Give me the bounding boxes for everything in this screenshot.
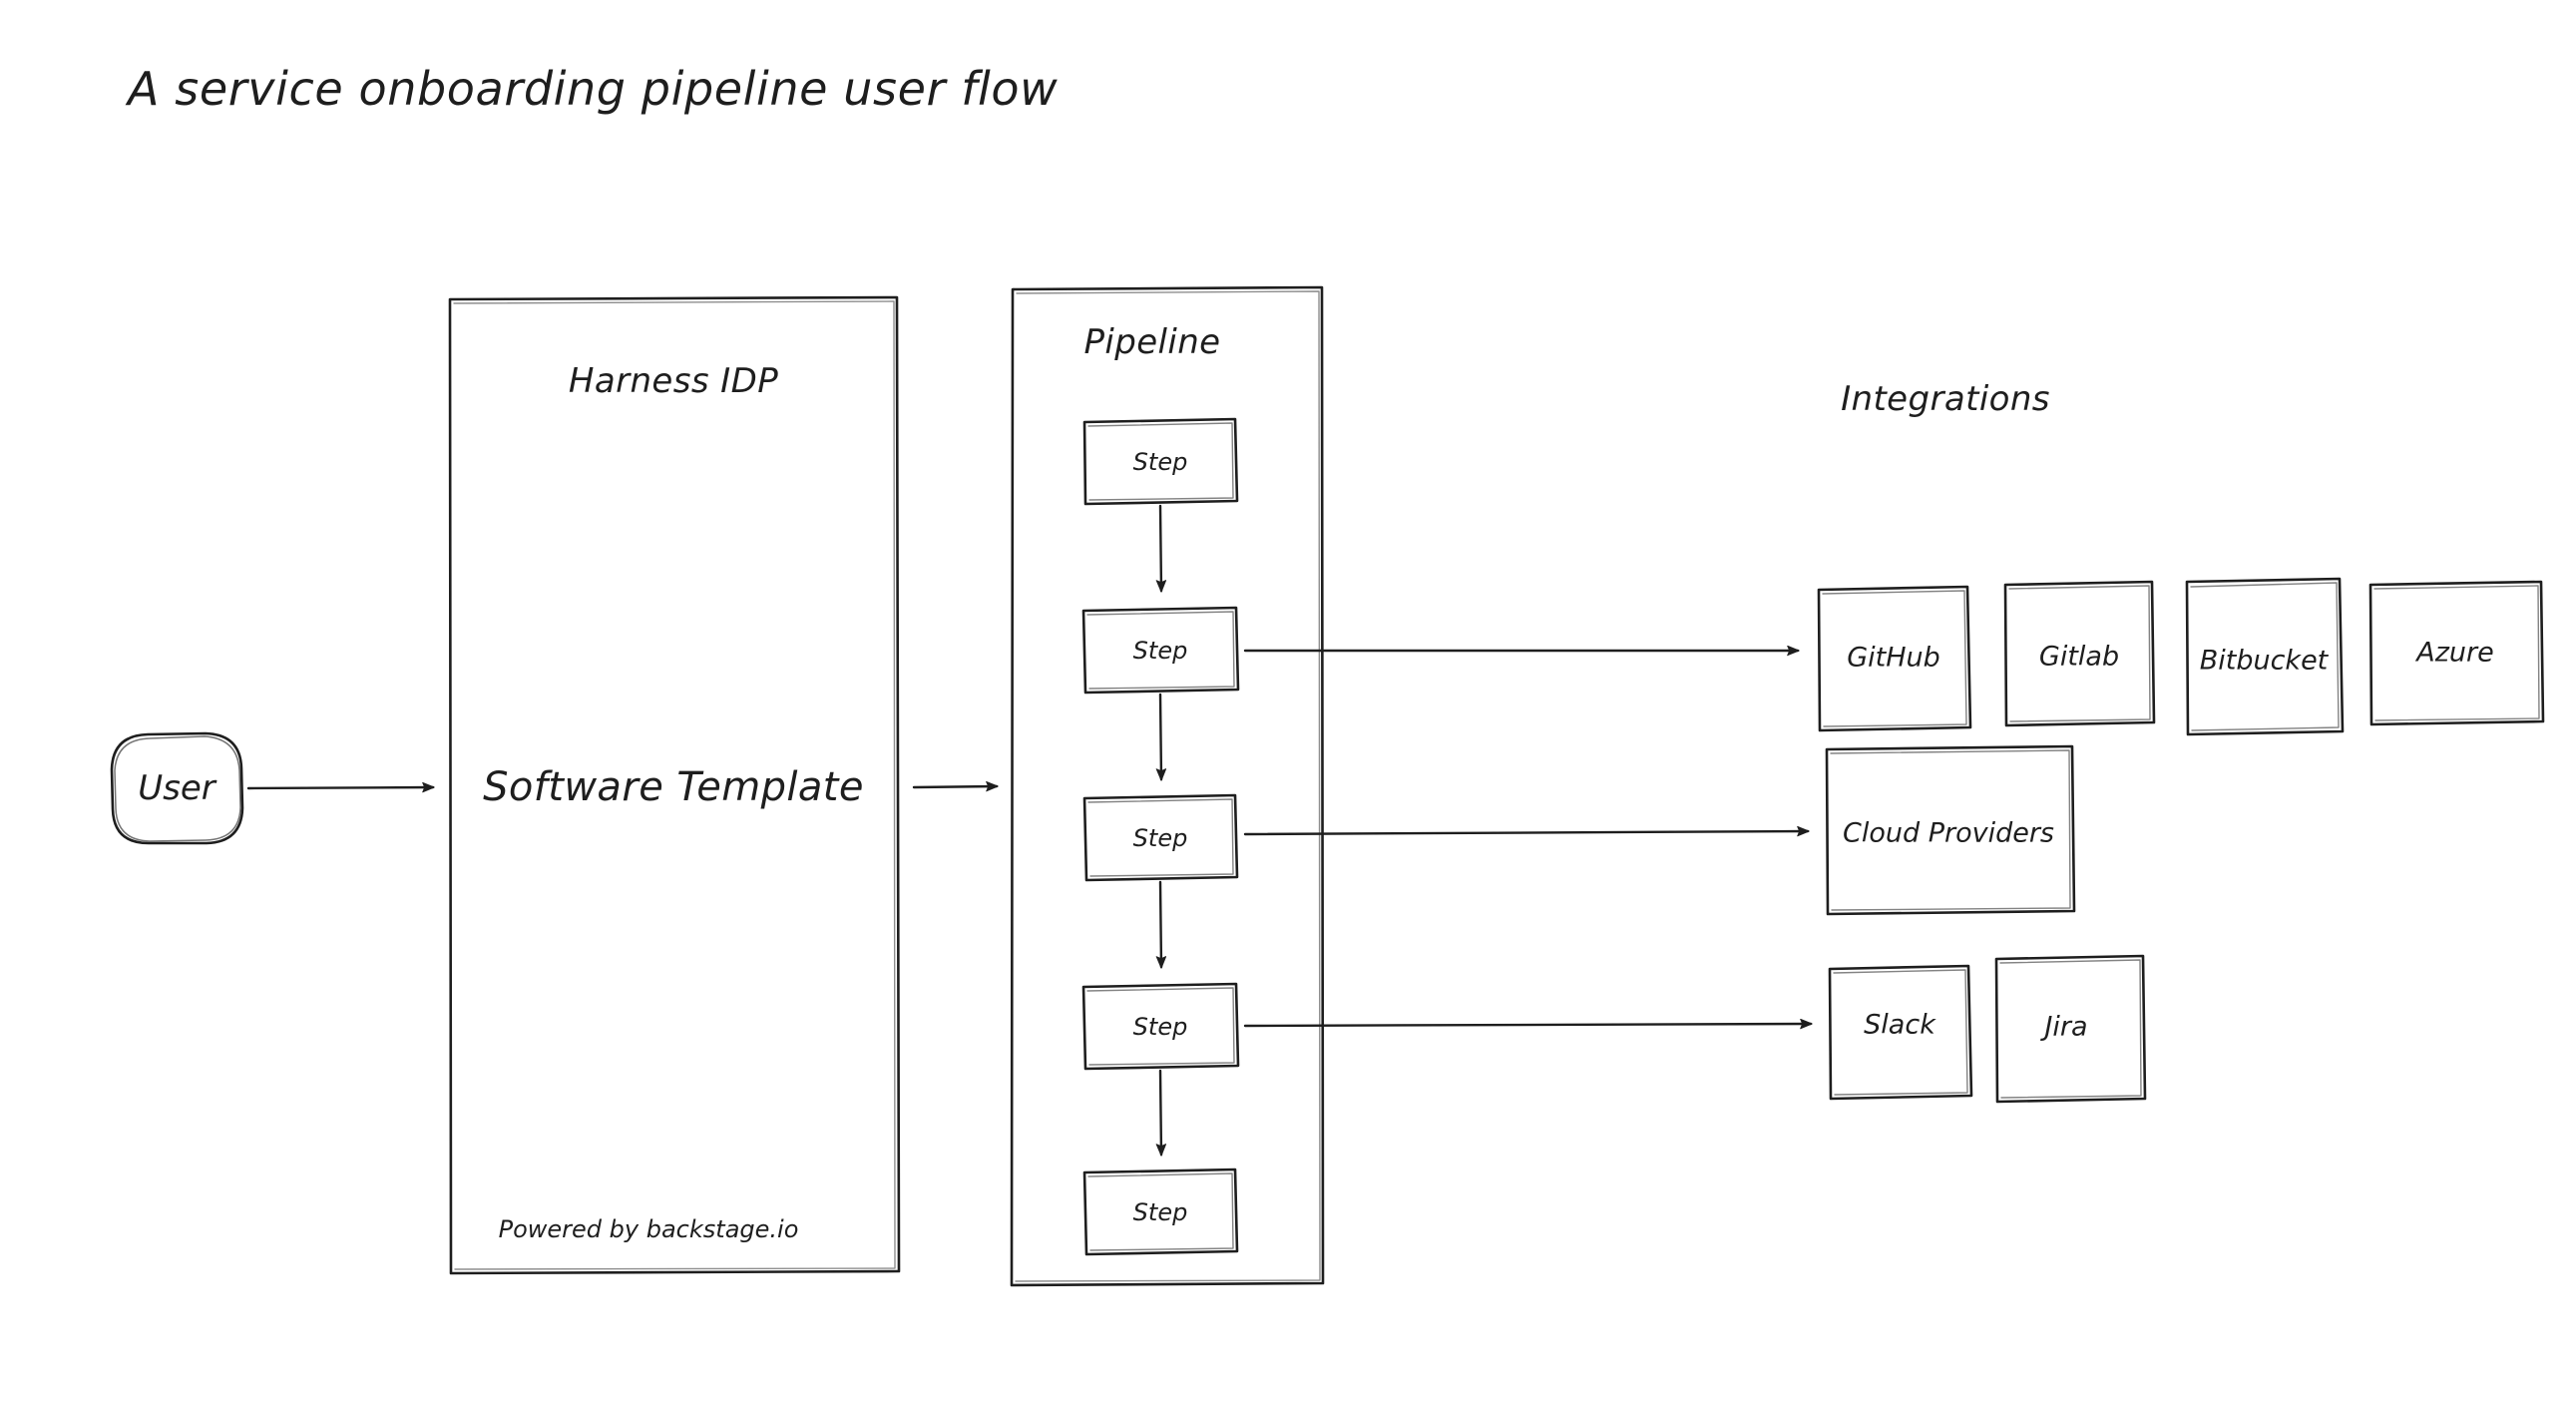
arrow-step4-to-slack [1243, 1018, 1813, 1030]
harness-idp-title: Harness IDP [568, 361, 779, 401]
step-label-3[interactable]: Step [1132, 824, 1188, 852]
software-template-label[interactable]: Software Template [483, 764, 864, 810]
step-label-2[interactable]: Step [1132, 637, 1188, 665]
step-label-4[interactable]: Step [1132, 1013, 1188, 1041]
integration-label-gitlab[interactable]: Gitlab [2038, 641, 2120, 673]
page-title: A service onboarding pipeline user flow [128, 62, 1059, 116]
integration-box-slack-shape [1828, 964, 1973, 1101]
integration-label-bitbucket[interactable]: Bitbucket [2199, 645, 2329, 677]
integration-label-slack[interactable]: Slack [1864, 1009, 1935, 1041]
backstage-footnote: Powered by backstage.io [498, 1215, 799, 1243]
step-box-4-shape [1081, 982, 1240, 1071]
arrow-harness-to-pipeline [912, 780, 999, 792]
integration-label-cloud-providers[interactable]: Cloud Providers [1842, 817, 2055, 849]
integrations-title: Integrations [1841, 379, 2050, 419]
user-node-shape [110, 731, 244, 845]
harness-idp-container-shape [448, 295, 901, 1275]
user-node-label[interactable]: User [138, 768, 215, 808]
integration-box-azure-shape [2368, 580, 2545, 726]
pipeline-title: Pipeline [1083, 322, 1221, 362]
step-box-3-shape [1082, 793, 1239, 882]
arrow-step1-to-step2 [1155, 504, 1167, 593]
integration-box-gitlab-shape [2003, 580, 2156, 727]
step-box-5-shape [1082, 1168, 1239, 1256]
arrow-step3-to-cloud-providers [1243, 825, 1810, 837]
arrow-step3-to-step4 [1155, 880, 1167, 969]
pipeline-container-shape [1010, 285, 1325, 1287]
arrow-user-to-harness [246, 781, 435, 793]
arrow-step2-to-step3 [1155, 693, 1167, 781]
integration-box-cloud-providers-shape [1825, 744, 2076, 916]
step-label-1[interactable]: Step [1132, 448, 1188, 476]
step-box-1-shape [1082, 417, 1239, 506]
integration-label-jira[interactable]: Jira [2044, 1011, 2088, 1043]
step-label-5[interactable]: Step [1132, 1198, 1188, 1226]
integration-box-github-shape [1817, 585, 1972, 732]
step-box-2-shape [1081, 606, 1240, 695]
arrow-step4-to-step5 [1155, 1069, 1167, 1157]
integration-box-jira-shape [1994, 954, 2147, 1104]
integration-label-azure[interactable]: Azure [2416, 637, 2494, 669]
integration-label-github[interactable]: GitHub [1847, 642, 1940, 674]
integration-box-bitbucket-shape [2185, 577, 2345, 736]
